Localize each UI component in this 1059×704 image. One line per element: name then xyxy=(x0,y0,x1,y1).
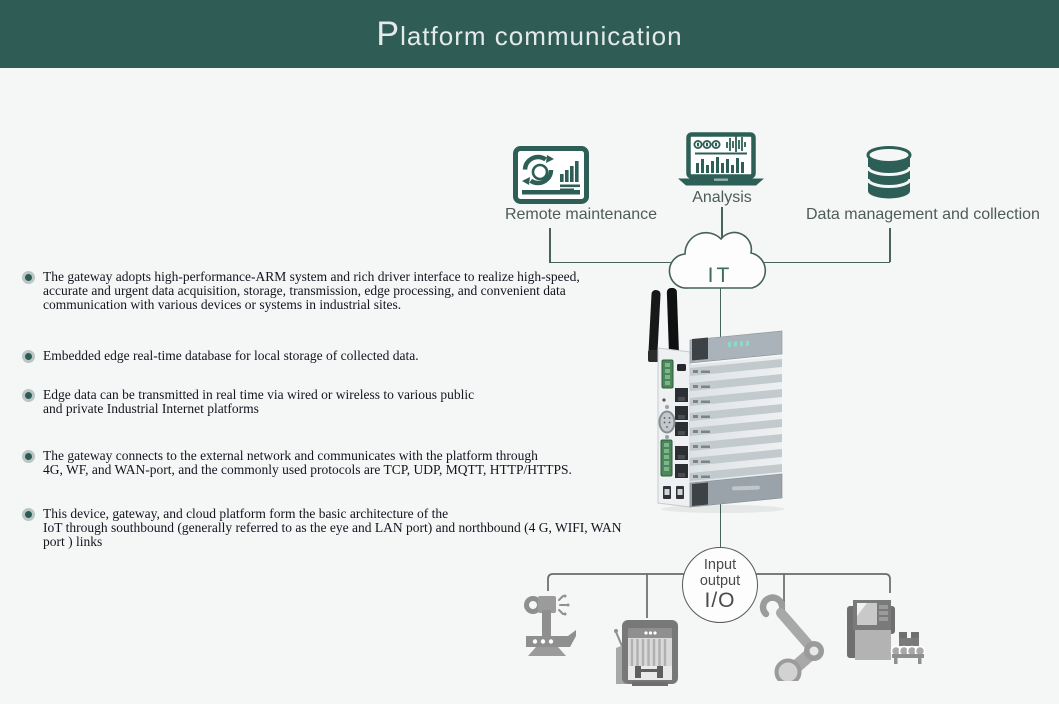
bullet-dot-icon xyxy=(22,508,35,521)
cloud-label: IT xyxy=(708,264,733,287)
connector-analysis-vertical xyxy=(721,207,723,240)
bullet-text-3: Edge data can be transmitted in real tim… xyxy=(43,387,475,416)
bullet-dot-icon xyxy=(22,450,35,463)
bullet-dot-icon xyxy=(22,271,35,284)
remote-maintenance-icon xyxy=(513,146,589,204)
bullet-dot-icon xyxy=(22,389,35,402)
connector-right-horizontal xyxy=(751,261,890,264)
connector-remote-vertical xyxy=(549,228,551,262)
bullet-text-5: This device, gateway, and cloud platform… xyxy=(43,506,622,549)
bullet-dot-icon xyxy=(22,350,35,363)
data-management-label: Data management and collection xyxy=(806,206,1040,223)
bullet-text-1: The gateway adopts high-performance-ARM … xyxy=(43,269,580,312)
bullet-text-2: Embedded edge real-time database for loc… xyxy=(43,348,419,363)
connector-device-to-io xyxy=(719,502,722,549)
page-title: Platform communication xyxy=(376,15,683,53)
device-ports xyxy=(658,359,688,499)
bullet-item-3: Edge data can be transmitted in real tim… xyxy=(22,388,582,416)
assembly-line-icon xyxy=(847,600,926,664)
analysis-label: Analysis xyxy=(692,189,752,206)
drill-machine-icon xyxy=(524,594,576,656)
bullet-item-1: The gateway adopts high-performance-ARM … xyxy=(22,270,582,312)
cnc-cabinet-icon xyxy=(614,620,678,686)
database-icon xyxy=(866,146,912,199)
bullet-item-5: This device, gateway, and cloud platform… xyxy=(22,507,622,549)
io-node: Input output I/O xyxy=(682,547,758,623)
connector-cloud-to-device xyxy=(719,286,722,340)
header-bar: Platform communication xyxy=(0,0,1059,68)
io-label-io: I/O xyxy=(704,589,736,612)
connector-left-horizontal xyxy=(549,261,687,264)
bullet-item-2: Embedded edge real-time database for loc… xyxy=(22,349,582,363)
robot-arm-icon xyxy=(759,594,824,681)
gateway-device xyxy=(648,288,785,513)
bullet-text-4: The gateway connects to the external net… xyxy=(43,448,572,477)
bullet-item-4: The gateway connects to the external net… xyxy=(22,449,602,477)
io-label-input: Input xyxy=(703,557,737,573)
io-label-output: output xyxy=(699,573,741,589)
analysis-icon xyxy=(678,132,764,186)
remote-maintenance-label: Remote maintenance xyxy=(504,206,658,223)
connector-data-vertical xyxy=(889,228,891,262)
cloud-it: IT xyxy=(668,231,767,289)
